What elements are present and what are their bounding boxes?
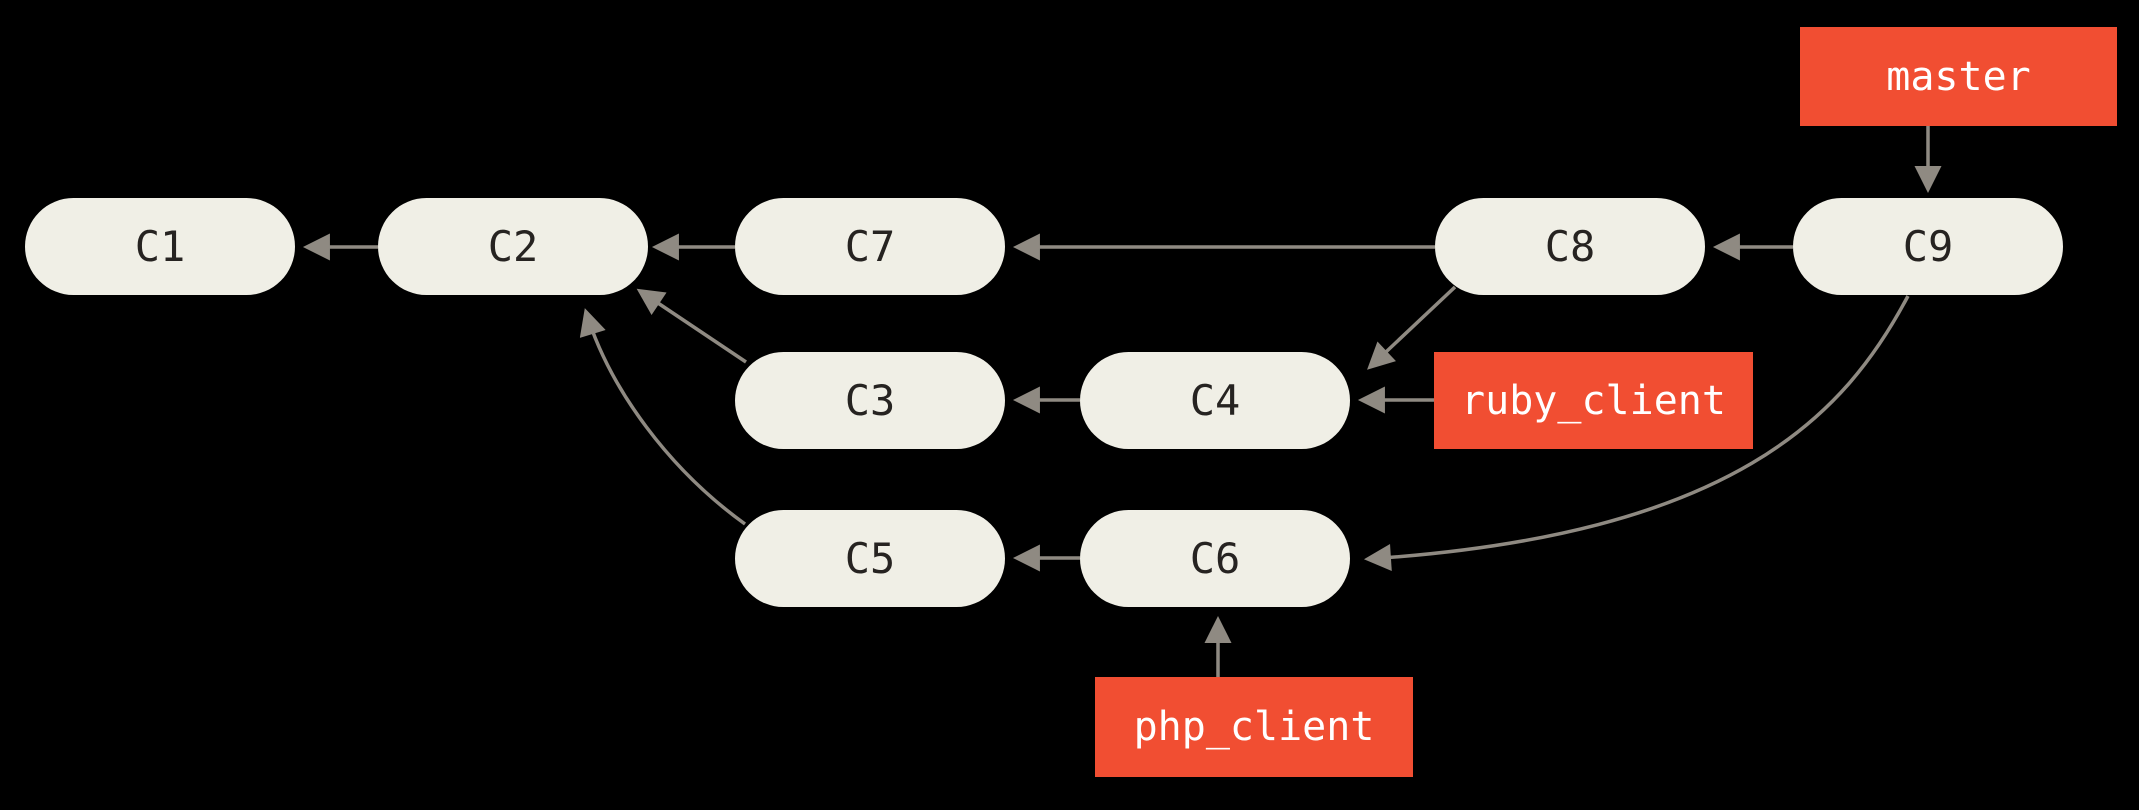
commit-node-c7: C7 xyxy=(735,198,1005,295)
branch-label-master: master xyxy=(1800,27,2117,126)
branch-name-ruby-client: ruby_client xyxy=(1461,377,1726,424)
branch-label-ruby-client: ruby_client xyxy=(1434,352,1753,449)
branch-name-master: master xyxy=(1886,53,2031,100)
branch-name-php-client: php_client xyxy=(1133,704,1375,750)
edge-c3-to-c2 xyxy=(636,288,747,364)
edge-c5-to-c2 xyxy=(579,308,747,526)
commit-node-c1: C1 xyxy=(25,198,295,295)
commit-label-c7: C7 xyxy=(844,221,896,271)
commit-node-c3: C3 xyxy=(735,352,1005,449)
commit-node-c2: C2 xyxy=(378,198,648,295)
branch-label-php-client: php_client xyxy=(1095,677,1413,777)
commit-label-c5: C5 xyxy=(844,533,896,583)
edge-c8-to-c4 xyxy=(1367,285,1457,370)
commit-label-c2: C2 xyxy=(487,221,539,271)
commit-label-c3: C3 xyxy=(844,375,896,425)
commit-node-c4: C4 xyxy=(1080,352,1350,449)
commit-label-c9: C9 xyxy=(1902,221,1954,271)
commit-label-c4: C4 xyxy=(1189,375,1241,425)
edge-c9-to-c6 xyxy=(1363,295,1910,571)
commit-label-c1: C1 xyxy=(134,221,186,271)
commit-node-c8: C8 xyxy=(1435,198,1705,295)
commit-node-c5: C5 xyxy=(735,510,1005,607)
commit-label-c8: C8 xyxy=(1544,221,1596,271)
commit-node-c9: C9 xyxy=(1793,198,2063,295)
commit-label-c6: C6 xyxy=(1189,533,1241,583)
commit-node-c6: C6 xyxy=(1080,510,1350,607)
